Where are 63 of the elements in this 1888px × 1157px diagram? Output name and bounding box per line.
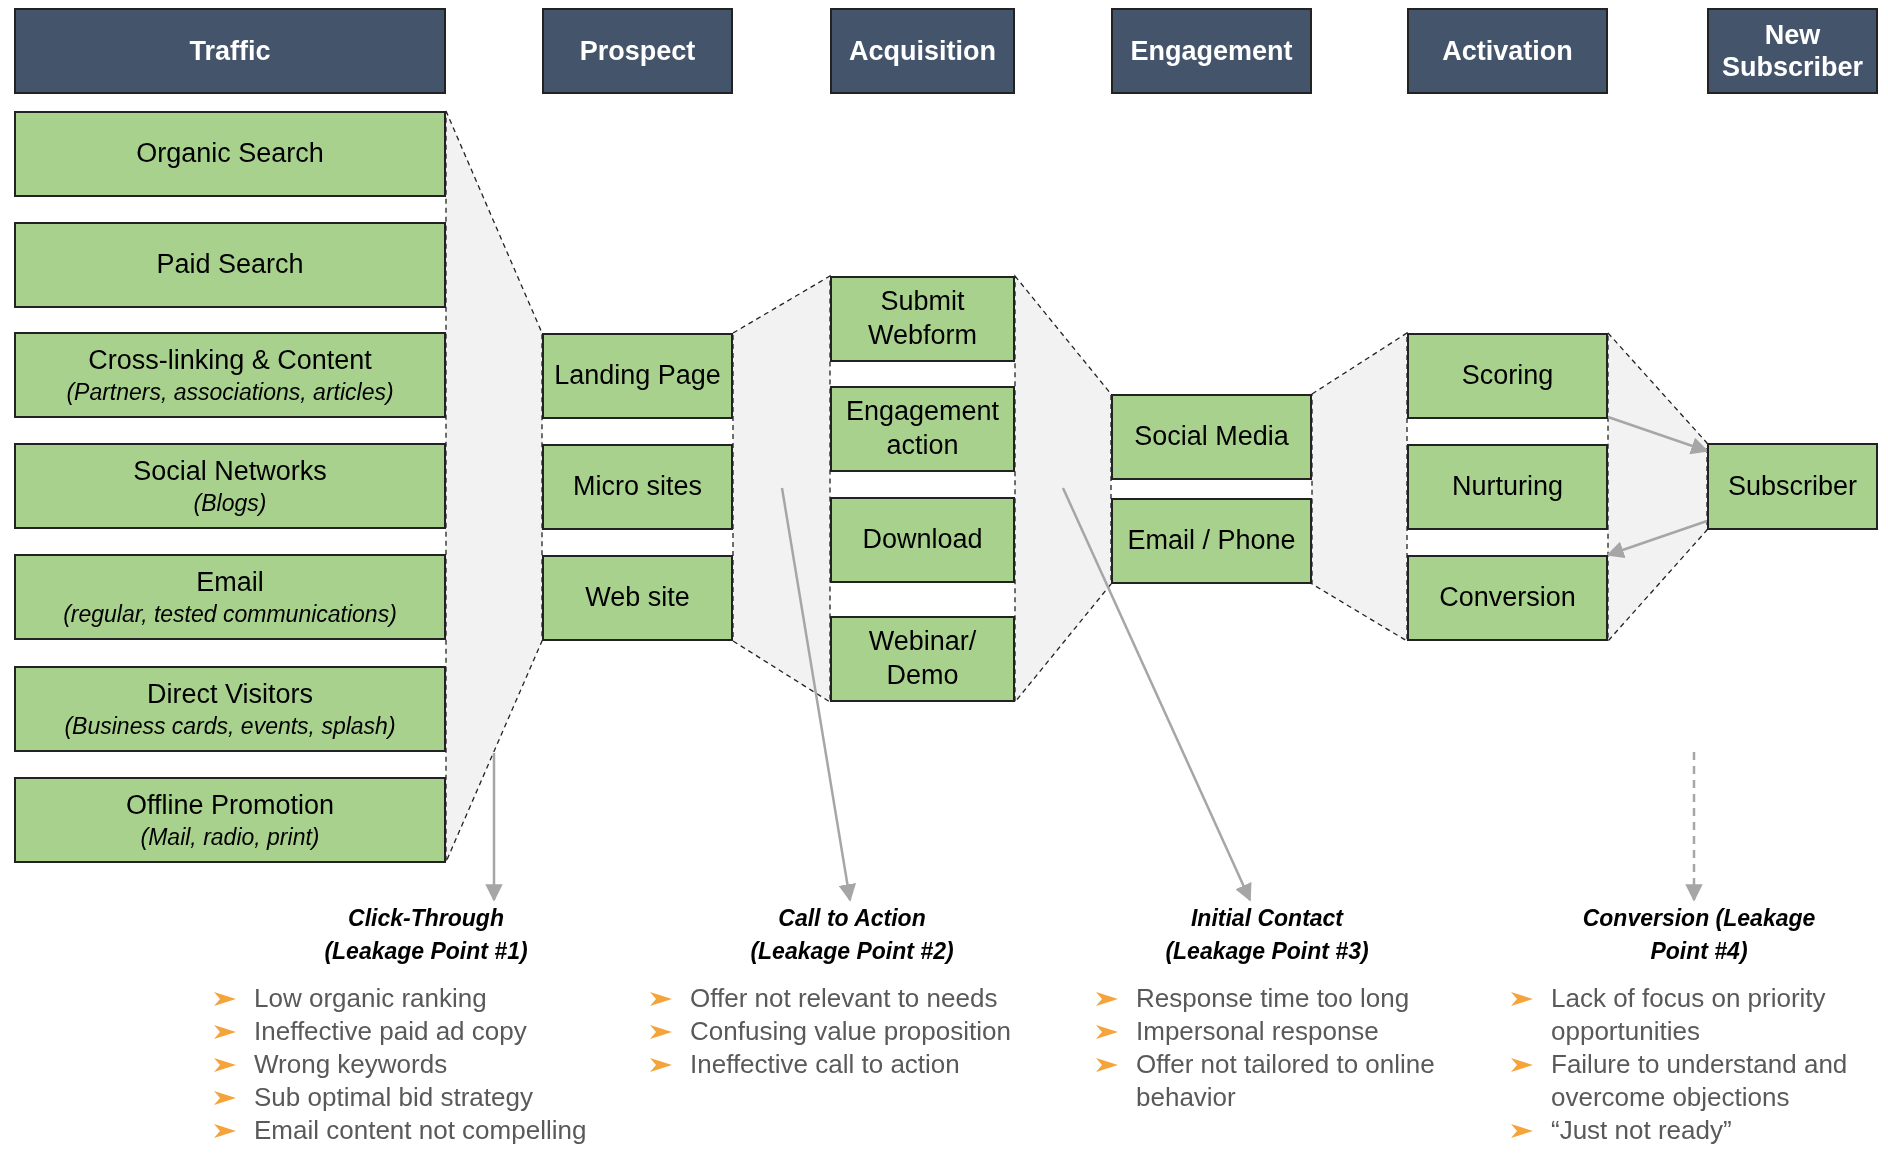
step-box: [14, 443, 446, 529]
step-box: Organic Search: [14, 111, 446, 197]
arrow: [1685, 752, 1703, 902]
step-box: [14, 554, 446, 640]
step-box: Nurturing: [1407, 444, 1608, 530]
step-box: Webinar/ Demo: [830, 616, 1015, 702]
funnel-shape: [732, 274, 831, 704]
step-box: Conversion: [1407, 555, 1608, 641]
step-box: Social Media: [1111, 394, 1312, 480]
arrow: [485, 753, 503, 902]
step-title: Email: [196, 565, 264, 599]
step-box: [14, 777, 446, 863]
leakage-point-heading: Conversion (Leakage Point #4): [1579, 900, 1819, 970]
leakage-cause: Email content not compelling: [254, 1114, 587, 1147]
step-title: Cross-linking & Content: [88, 343, 372, 377]
step-box: Micro sites: [542, 444, 733, 530]
step-box: Scoring: [1407, 333, 1608, 419]
step-box: [14, 332, 446, 418]
leakage-cause: Confusing value proposition: [690, 1015, 1011, 1048]
leakage-cause: Ineffective call to action: [690, 1048, 960, 1081]
leakage-point-heading: Initial Contact (Leakage Point #3): [1147, 900, 1387, 970]
leakage-cause: Lack of focus on priority opportunities: [1551, 982, 1827, 1048]
step-examples: (regular, tested communications): [63, 599, 397, 629]
stage-header: Activation: [1407, 8, 1608, 94]
step-examples: (Business cards, events, splash): [64, 711, 396, 741]
leakage-cause: Offer not relevant to needs: [690, 982, 998, 1015]
funnel-shape: [1014, 274, 1112, 704]
arrow: [1606, 519, 1708, 559]
arrow: [780, 487, 857, 902]
step-title: Direct Visitors: [146, 677, 313, 711]
step-box: Paid Search: [14, 222, 446, 308]
leakage-cause: Sub optimal bid strategy: [254, 1081, 533, 1114]
step-box: Download: [830, 497, 1015, 583]
step-box: Landing Page: [542, 333, 733, 419]
step-box: Subscriber: [1707, 443, 1878, 530]
step-box: Email / Phone: [1111, 498, 1312, 584]
step-title: Social Networks: [133, 454, 327, 488]
step-title: Offline Promotion: [125, 788, 335, 822]
leakage-cause: Response time too long: [1136, 982, 1410, 1015]
leakage-cause: Offer not tailored to online behavior: [1136, 1048, 1436, 1114]
stage-header: Prospect: [542, 8, 733, 94]
step-box: Submit Webform: [830, 276, 1015, 362]
stage-header: New Subscriber: [1707, 8, 1878, 94]
leakage-cause: Ineffective paid ad copy: [254, 1015, 527, 1048]
leakage-cause: Impersonal response: [1136, 1015, 1379, 1048]
leakage-cause: “Just not ready”: [1551, 1114, 1732, 1147]
step-box: [14, 666, 446, 752]
leakage-point-heading: Call to Action (Leakage Point #2): [732, 900, 972, 970]
step-examples: (Partners, associations, articles): [66, 377, 394, 407]
stage-header: Engagement: [1111, 8, 1312, 94]
step-examples: (Blogs): [193, 488, 267, 518]
leakage-cause: Failure to understand and overcome objections: [1551, 1048, 1849, 1114]
arrow: [1607, 415, 1709, 455]
stage-header: Acquisition: [830, 8, 1015, 94]
stage-header: Traffic: [14, 8, 446, 94]
leakage-cause: Wrong keywords: [254, 1048, 448, 1081]
step-box: Web site: [542, 555, 733, 641]
funnel-shape: [445, 110, 543, 863]
step-box: Engagement action: [830, 386, 1015, 472]
leakage-point-heading: Click-Through (Leakage Point #1): [306, 900, 546, 970]
leakage-cause: Low organic ranking: [254, 982, 487, 1015]
funnel-shape: [1311, 331, 1408, 643]
step-examples: (Mail, radio, print): [140, 822, 320, 852]
